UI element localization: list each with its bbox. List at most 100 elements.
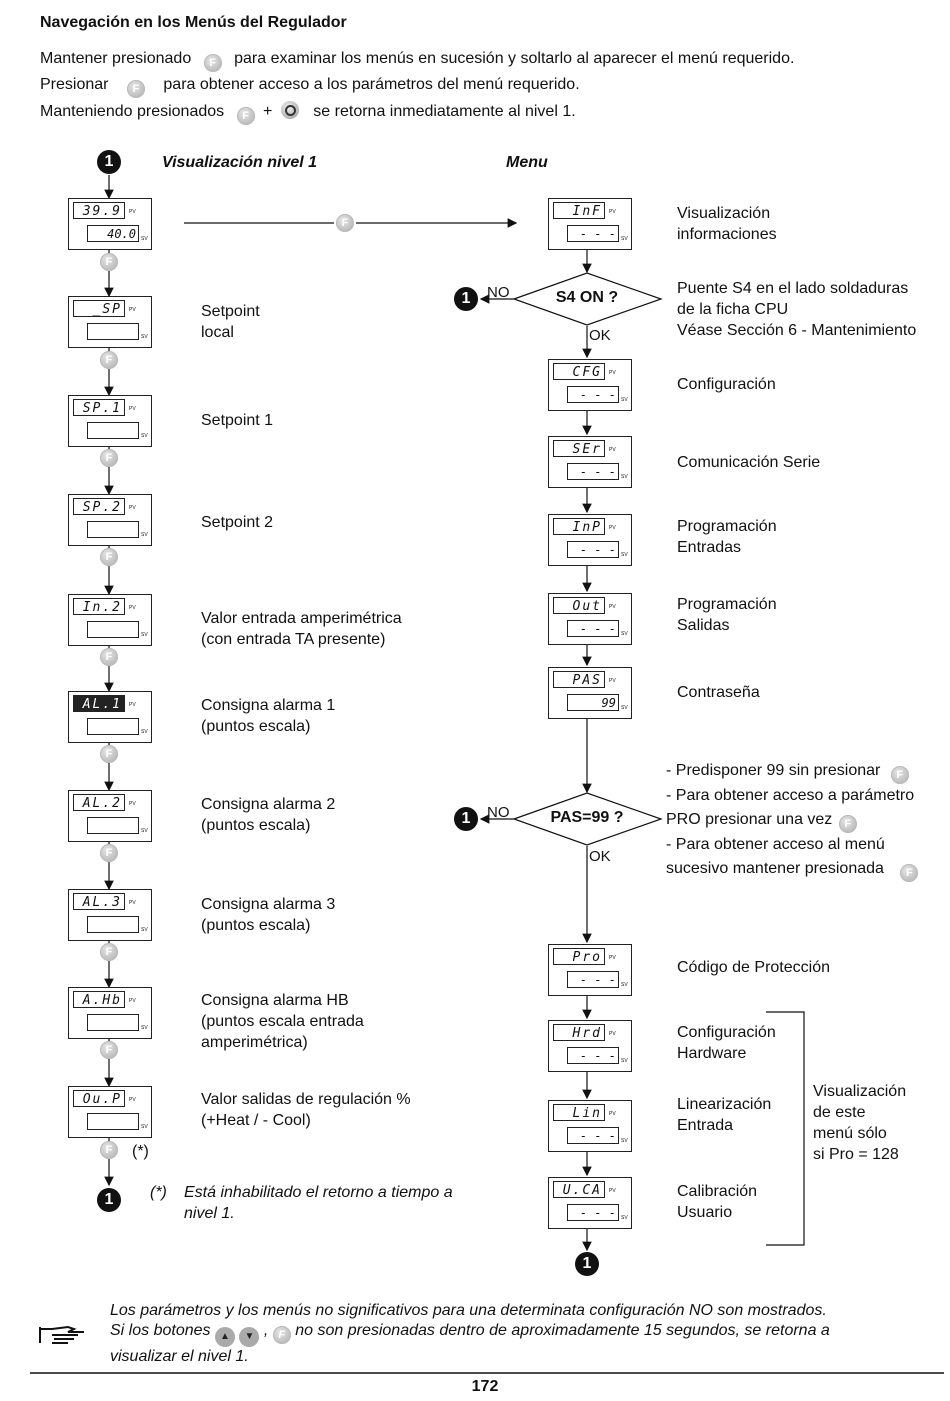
pv-readout: PAS <box>553 671 605 688</box>
label-line: Calibración <box>677 1183 758 1200</box>
display-ahb: A.Hb PV SV <box>68 987 152 1039</box>
sv-tag: SV <box>621 552 628 558</box>
pv-tag: PV <box>609 604 616 610</box>
display-pas: PAS PV 99 SV <box>548 667 632 719</box>
right-heading: Menu <box>506 154 548 171</box>
display-ser: SEr PV - - - SV <box>548 436 632 488</box>
display-oup: Ou.P PV SV <box>68 1086 152 1138</box>
level-1-marker: 1 <box>97 150 121 174</box>
label-inf: Visualización informaciones <box>677 203 777 245</box>
display-lin: Lin PV - - - SV <box>548 1100 632 1152</box>
footnote-line: Está inhabilitado el retorno a tiempo a <box>184 1184 453 1201</box>
pv-readout: InF <box>553 202 605 219</box>
label-al2: Consigna alarma 2 (puntos escala) <box>201 794 335 836</box>
label-line: sucesivo mantener presionada F <box>666 857 919 882</box>
display-inp: InP PV - - - SV <box>548 514 632 566</box>
f-key-icon: F <box>100 745 118 763</box>
sv-tag: SV <box>621 705 628 711</box>
page-title: Navegación en los Menús del Regulador <box>40 14 347 31</box>
sv-readout: 40.0 <box>87 225 139 242</box>
note-text: Si los botones <box>110 1322 211 1339</box>
label-line: Véase Sección 6 - Mantenimiento <box>677 322 917 339</box>
label-out: Programación Salidas <box>677 594 777 636</box>
pv-readout: 39.9 <box>73 202 125 219</box>
pv-tag: PV <box>609 678 616 684</box>
label-text: PRO presionar una vez <box>666 811 833 828</box>
sv-tag: SV <box>141 632 148 638</box>
pv-tag: PV <box>129 801 136 807</box>
label-line: Linearización <box>677 1096 772 1113</box>
pv-readout: _SP <box>73 300 125 317</box>
sv-readout <box>87 916 139 933</box>
label-line: de la ficha CPU <box>677 301 789 318</box>
f-key-icon: F <box>838 815 857 833</box>
label-line: Visualización <box>677 205 771 222</box>
pv-tag: PV <box>129 307 136 313</box>
pv-tag: PV <box>129 900 136 906</box>
sv-tag: SV <box>141 1025 148 1031</box>
f-key-icon: F <box>100 351 118 369</box>
f-key-icon: F <box>100 1041 118 1059</box>
pv-tag: PV <box>129 505 136 511</box>
label-pro: Código de Protección <box>677 959 830 976</box>
pv-tag: PV <box>129 406 136 412</box>
intro-text: Mantener presionado <box>40 50 192 67</box>
sv-tag: SV <box>141 532 148 538</box>
sv-tag: SV <box>621 397 628 403</box>
note-line: Si los botones ▲ ▼ , F no son presionada… <box>110 1321 940 1347</box>
label-line: - Para obtener acceso a parámetro <box>666 787 915 804</box>
label-line: amperimétrica) <box>201 1034 308 1051</box>
sv-tag: SV <box>621 631 628 637</box>
label-ser: Comunicación Serie <box>677 454 821 471</box>
label-line: (puntos escala entrada <box>201 1013 364 1030</box>
label-line: Programación <box>677 518 777 535</box>
sv-readout <box>87 422 139 439</box>
f-key-icon: F <box>900 864 919 882</box>
label-cfg: Configuración <box>677 376 776 393</box>
intro-line-2: Presionar F para obtener acceso a los pa… <box>40 75 580 98</box>
display-level-1: 39.9 PV 40.0 SV <box>68 198 152 250</box>
sv-tag: SV <box>141 433 148 439</box>
sv-tag: SV <box>141 927 148 933</box>
label-line: Visualización <box>813 1083 907 1100</box>
label-setpoint-local: Setpoint local <box>201 301 260 343</box>
f-key-icon: F <box>126 80 145 98</box>
pv-tag: PV <box>609 447 616 453</box>
display-out: Out PV - - - SV <box>548 593 632 645</box>
sv-readout: - - - <box>567 541 619 558</box>
f-key-icon: F <box>100 1141 118 1159</box>
ok-label: OK <box>589 327 611 344</box>
pv-tag: PV <box>129 998 136 1004</box>
label-setpoint-1: Setpoint 1 <box>201 412 274 429</box>
pv-tag: PV <box>609 955 616 961</box>
reset-key-icon <box>280 101 299 119</box>
label-oup: Valor salidas de regulación % (+Heat / -… <box>201 1089 411 1131</box>
sv-tag: SV <box>621 474 628 480</box>
label-line: - Para obtener acceso al menú <box>666 836 885 853</box>
f-key-icon: F <box>100 943 118 961</box>
f-key-icon: F <box>100 548 118 566</box>
pv-tag: PV <box>609 1031 616 1037</box>
label-line: Usuario <box>677 1204 733 1221</box>
display-hrd: Hrd PV - - - SV <box>548 1020 632 1072</box>
f-key-icon: F <box>100 253 118 271</box>
level-1-marker: 1 <box>454 807 478 831</box>
label-pas99: - Predisponer 99 sin presionar F - Para … <box>666 759 919 882</box>
asterisk-mark: (*) <box>132 1143 149 1160</box>
label-ahb: Consigna alarma HB (puntos escala entrad… <box>201 990 364 1053</box>
f-key-icon: F <box>203 54 222 72</box>
label-line: Entradas <box>677 539 742 556</box>
note-text: no son presionadas dentro de aproximadam… <box>295 1322 830 1339</box>
label-line: Configuración <box>677 1024 776 1041</box>
label-line: Consigna alarma 2 <box>201 796 336 813</box>
f-key-icon: F <box>236 107 255 125</box>
pv-readout: Out <box>553 597 605 614</box>
sv-tag: SV <box>141 236 148 242</box>
sv-readout <box>87 621 139 638</box>
label-line: (+Heat / - Cool) <box>201 1112 311 1129</box>
pv-tag: PV <box>129 702 136 708</box>
sv-tag: SV <box>621 1138 628 1144</box>
sv-readout: - - - <box>567 620 619 637</box>
sv-readout <box>87 817 139 834</box>
label-al1: Consigna alarma 1 (puntos escala) <box>201 695 335 737</box>
